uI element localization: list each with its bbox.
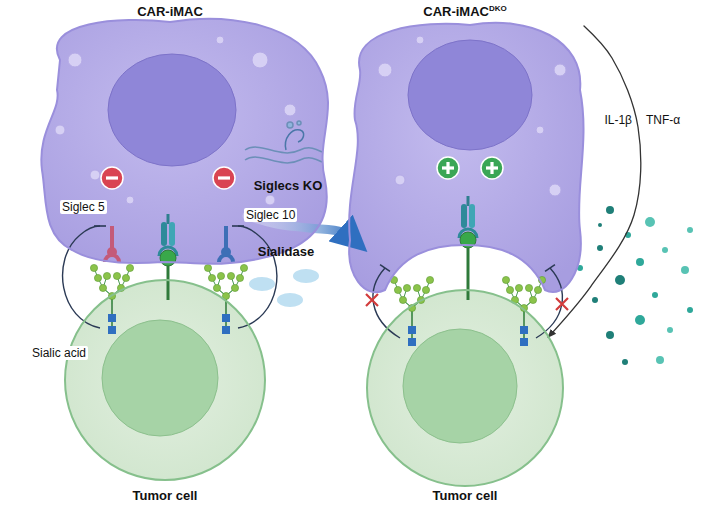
cytokine <box>606 331 614 339</box>
cytokine <box>615 275 625 285</box>
tumor-body <box>65 280 265 480</box>
car-target <box>160 250 176 300</box>
cell-membrane <box>41 19 328 264</box>
tumor-cell: Tumor cell <box>367 290 563 506</box>
sialic-glycan <box>90 264 133 334</box>
blocked-mark <box>366 294 378 306</box>
cytokine <box>687 227 693 233</box>
process-label: Sialidase <box>258 244 314 259</box>
vesicle <box>536 126 544 134</box>
tumor-nucleus <box>403 329 517 443</box>
vesicle <box>265 195 275 205</box>
vesicle <box>90 170 100 180</box>
siglec-receptor <box>103 226 121 262</box>
macrophage-cell: CAR-iMACDKO <box>340 2 590 300</box>
cell-label: CAR-iMAC <box>137 4 203 19</box>
nucleus <box>408 40 532 150</box>
receptor-label: Siglec 5 <box>60 200 107 214</box>
vesicle <box>284 104 296 116</box>
vesicle <box>68 53 82 67</box>
inhibition-line <box>63 226 106 328</box>
cytokine <box>681 266 689 274</box>
cell-outline <box>65 280 265 506</box>
cell-label: Tumor cell <box>433 488 498 503</box>
process-label: Siglecs KO <box>254 178 323 193</box>
cell-membrane <box>367 290 563 486</box>
cytokine <box>667 327 673 333</box>
crispr-icon <box>245 121 322 163</box>
vesicle <box>55 125 65 135</box>
vesicle <box>216 36 224 44</box>
receptor-label: Siglec 10 <box>244 208 297 222</box>
tumor-body <box>367 290 563 486</box>
activation-sign <box>481 157 503 179</box>
cytokine <box>662 247 668 253</box>
cell-membrane <box>65 280 265 480</box>
vesicle <box>549 184 561 196</box>
vesicle <box>554 64 566 76</box>
activation-sign <box>437 157 459 179</box>
secretion-arrow <box>549 26 641 337</box>
cytokine <box>606 206 614 214</box>
blocked-mark <box>556 298 568 310</box>
cytokine <box>597 245 603 251</box>
cell-heading: Tumor cell <box>429 488 502 506</box>
cytokine <box>622 359 628 365</box>
tumor-cell: Tumor cell <box>65 280 265 506</box>
cell-label: Tumor cell <box>133 488 198 503</box>
superscript: DKO <box>489 4 507 13</box>
inhibition-sign <box>213 167 235 189</box>
inhibition-line <box>373 265 400 338</box>
vesicle <box>416 36 424 44</box>
cytokine <box>635 315 645 325</box>
cytokine <box>645 217 655 227</box>
cytokine-label: TNF-α <box>646 113 680 127</box>
cell-outline <box>340 2 590 300</box>
cell-outline <box>367 290 563 506</box>
cytokine <box>636 258 644 266</box>
cell-heading: Tumor cell <box>129 488 202 506</box>
cytokine-label: IL-1β <box>604 113 632 127</box>
vesicle <box>126 196 134 204</box>
macrophage-body <box>349 23 583 292</box>
cell-heading: CAR-iMACDKO <box>419 2 511 19</box>
cytokine <box>687 307 693 313</box>
vesicle <box>252 52 268 68</box>
cytokine <box>656 356 664 364</box>
tumor-nucleus <box>102 320 218 436</box>
siglec-receptor <box>217 226 235 262</box>
cytokine <box>652 292 658 298</box>
cell-membrane <box>349 23 583 292</box>
vesicle <box>395 175 405 185</box>
cell-heading: CAR-iMAC <box>133 2 207 19</box>
cytokine <box>598 223 602 227</box>
sialic-glycan <box>204 264 247 334</box>
inhibition-sign <box>101 167 123 189</box>
cytokine <box>592 297 598 303</box>
molecule-label: Sialic acid <box>30 346 88 360</box>
cell-label: CAR-iMAC <box>423 4 489 19</box>
nucleus <box>108 54 236 166</box>
sialidase-enzyme <box>249 269 319 307</box>
vesicle <box>378 63 392 77</box>
